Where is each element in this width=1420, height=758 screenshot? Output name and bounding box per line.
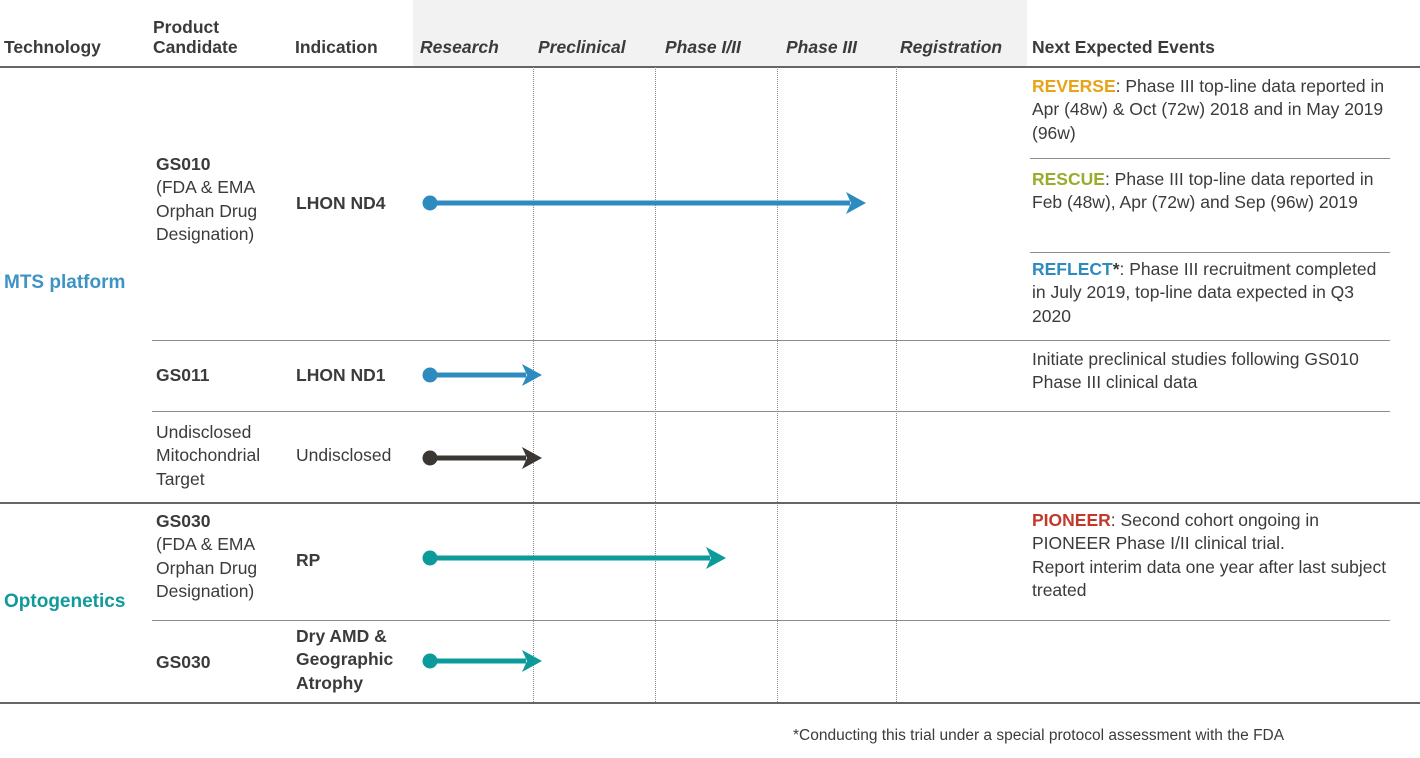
product-candidate-gs011: GS011 xyxy=(156,365,210,385)
header-indication: Indication xyxy=(295,37,378,58)
event-text-pioneer-line1: : Second cohort ongoing in PIONEER Phase… xyxy=(1032,510,1319,554)
product-name: GS010 xyxy=(156,154,211,174)
event-text-pioneer-line2: Report interim data one year after last … xyxy=(1032,556,1387,600)
product-sub-line2: Orphan Drug xyxy=(156,200,258,221)
event-tag-rescue: RESCUE xyxy=(1032,169,1105,189)
event-rescue: RESCUE: Phase III top-line data reported… xyxy=(1032,168,1394,215)
event-divider-reverse-rescue xyxy=(1030,158,1390,159)
indication-lhon-nd1: LHON ND1 xyxy=(296,365,386,385)
event-gs011: Initiate preclinical studies following G… xyxy=(1032,348,1394,395)
product-line2: Mitochondrial xyxy=(156,445,261,466)
event-pioneer: PIONEER: Second cohort ongoing in PIONEE… xyxy=(1032,509,1394,602)
event-footnote-marker: * xyxy=(1112,259,1120,279)
product-name: GS030 xyxy=(156,511,211,531)
progress-arrow-gs011 xyxy=(422,364,542,386)
footnote-special-protocol-assessment: *Conducting this trial under a special p… xyxy=(793,727,1285,744)
phase-divider-phase12-phase3 xyxy=(777,67,778,702)
header-registration: Registration xyxy=(900,37,1003,58)
header-next-expected-events: Next Expected Events xyxy=(1032,37,1215,58)
progress-arrow-gs010 xyxy=(422,192,866,214)
indication-dry-amd: Dry AMD & Geographic Atrophy xyxy=(296,625,408,695)
product-candidate-undisclosed: Undisclosed Mitochondrial Target xyxy=(156,421,288,491)
progress-arrow-gs030-rp xyxy=(422,547,726,569)
header-technology: Technology xyxy=(4,37,101,58)
row-divider-gs010-gs011 xyxy=(152,340,1390,341)
header-phase-1-2: Phase I/II xyxy=(665,37,741,58)
header-research: Research xyxy=(420,37,499,58)
product-line1: Undisclosed xyxy=(156,422,252,442)
phase-divider-phase3-registration xyxy=(896,67,897,702)
event-text-reverse: : Phase III top-line data reported in Ap… xyxy=(1032,76,1385,143)
event-divider-rescue-reflect xyxy=(1030,252,1390,253)
technology-label-mts-platform: MTS platform xyxy=(4,272,126,293)
header-preclinical: Preclinical xyxy=(538,37,626,58)
technology-label-optogenetics: Optogenetics xyxy=(4,591,126,612)
row-divider-gs011-undisclosed xyxy=(152,411,1390,412)
product-sub-line2: Orphan Drug xyxy=(156,557,258,578)
header-product-candidate-line2: Candidate xyxy=(153,37,238,58)
phase-divider-preclinical-phase12 xyxy=(655,67,656,702)
table-header-row: Technology Product Candidate Indication … xyxy=(0,0,1420,66)
table-bottom-rule xyxy=(0,702,1420,704)
product-candidate-gs030-rp: GS030 (FDA & EMA Orphan Drug Designation… xyxy=(156,510,286,603)
event-text-rescue: : Phase III top-line data reported in Fe… xyxy=(1032,169,1374,213)
product-sub-line3: Designation) xyxy=(156,580,255,601)
progress-arrow-gs030-amd xyxy=(422,650,542,672)
event-tag-pioneer: PIONEER xyxy=(1032,510,1111,530)
group-divider-mts-optogenetics xyxy=(0,502,1420,504)
indication-line1: Dry AMD & xyxy=(296,626,387,646)
event-text-gs011: Initiate preclinical studies following G… xyxy=(1032,349,1359,393)
indication-rp: RP xyxy=(296,550,321,570)
event-tag-reflect: REFLECT xyxy=(1032,259,1113,279)
indication-line3: Atrophy xyxy=(296,672,364,693)
progress-arrow-undisclosed xyxy=(422,447,542,469)
row-divider-gs030-gs030 xyxy=(152,620,1390,621)
phase-header-band xyxy=(413,0,1027,66)
product-candidate-gs030-amd: GS030 xyxy=(156,652,211,672)
product-candidate-gs010: GS010 (FDA & EMA Orphan Drug Designation… xyxy=(156,153,286,246)
event-tag-reverse: REVERSE xyxy=(1032,76,1116,96)
header-phase-3: Phase III xyxy=(786,37,858,58)
header-bottom-rule xyxy=(0,66,1420,68)
event-text-reflect: : Phase III recruitment completed in Jul… xyxy=(1032,259,1377,326)
event-reflect: REFLECT*: Phase III recruitment complete… xyxy=(1032,258,1394,328)
product-sub-line1: (FDA & EMA xyxy=(156,534,256,555)
event-reverse: REVERSE: Phase III top-line data reporte… xyxy=(1032,75,1394,145)
indication-undisclosed: Undisclosed xyxy=(296,445,392,465)
product-sub-line1: (FDA & EMA xyxy=(156,177,256,198)
header-product-candidate: Product Candidate xyxy=(153,17,288,58)
product-sub-line3: Designation) xyxy=(156,223,255,244)
indication-lhon-nd4: LHON ND4 xyxy=(296,193,386,213)
product-line3: Target xyxy=(156,468,205,489)
header-product-candidate-line1: Product xyxy=(153,16,220,37)
indication-line2: Geographic xyxy=(296,649,394,670)
phase-divider-research-preclinical xyxy=(533,67,534,702)
